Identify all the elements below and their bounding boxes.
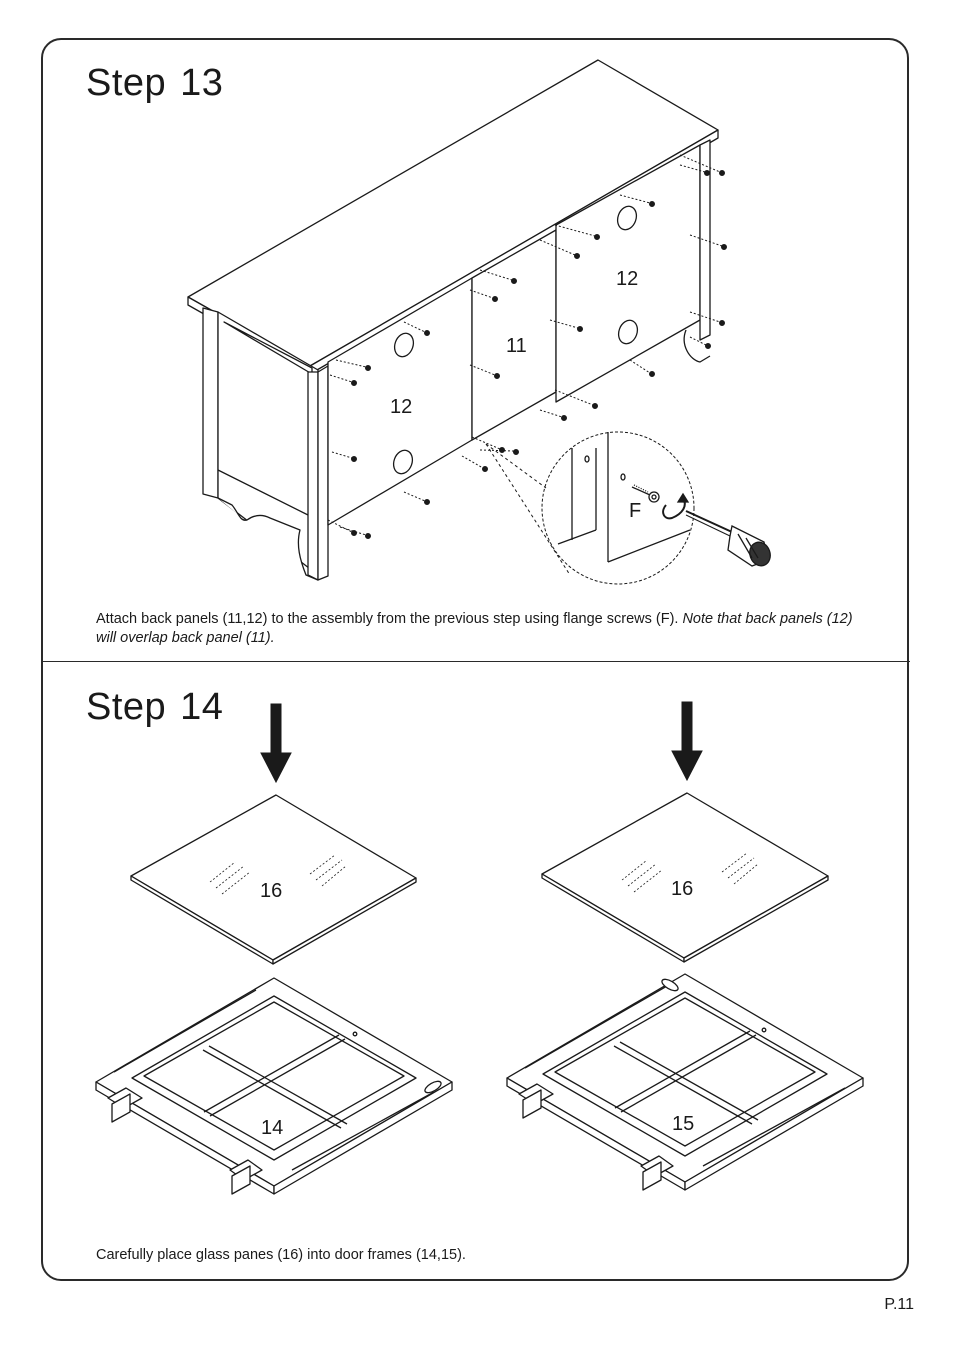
step-13-word: Step [86, 62, 167, 104]
section-divider [42, 661, 910, 662]
label-glass-16-left: 16 [260, 880, 282, 902]
step-13-illustration: 12 11 12 F [187, 59, 771, 585]
arrow-down-icon-right-head [671, 750, 703, 782]
step-13-instruction: Attach back panels (11,12) to the assemb… [96, 610, 866, 648]
step-13-number: 13 [180, 62, 224, 104]
arrow-down-icon-left [270, 703, 282, 757]
step-14-title: Step 14 [86, 688, 223, 726]
arrow-down-icon-right [681, 701, 693, 755]
label-screw-f: F [629, 500, 641, 522]
step-14-word: Step [86, 686, 167, 728]
page-border [41, 38, 909, 1281]
step-13-title: Step 13 [86, 64, 223, 102]
label-panel-11: 11 [506, 335, 527, 357]
step-14-number: 14 [180, 686, 224, 728]
step-13-instruction-note: Note that back panels (12) will overlap … [96, 611, 853, 646]
label-frame-14: 14 [261, 1117, 283, 1139]
label-glass-16-right: 16 [671, 878, 693, 900]
arrow-down-icon-left-head [260, 752, 292, 784]
label-panel-12-right: 12 [616, 268, 638, 290]
step-14-instruction: Carefully place glass panes (16) into do… [96, 1247, 466, 1263]
label-frame-15: 15 [672, 1113, 694, 1135]
step-14-illustration: 16 16 14 15 [95, 701, 864, 1195]
step-13-instruction-text: Attach back panels (11,12) to the assemb… [96, 611, 679, 627]
page-number: P.11 [884, 1296, 914, 1313]
label-panel-12-left: 12 [390, 396, 412, 418]
